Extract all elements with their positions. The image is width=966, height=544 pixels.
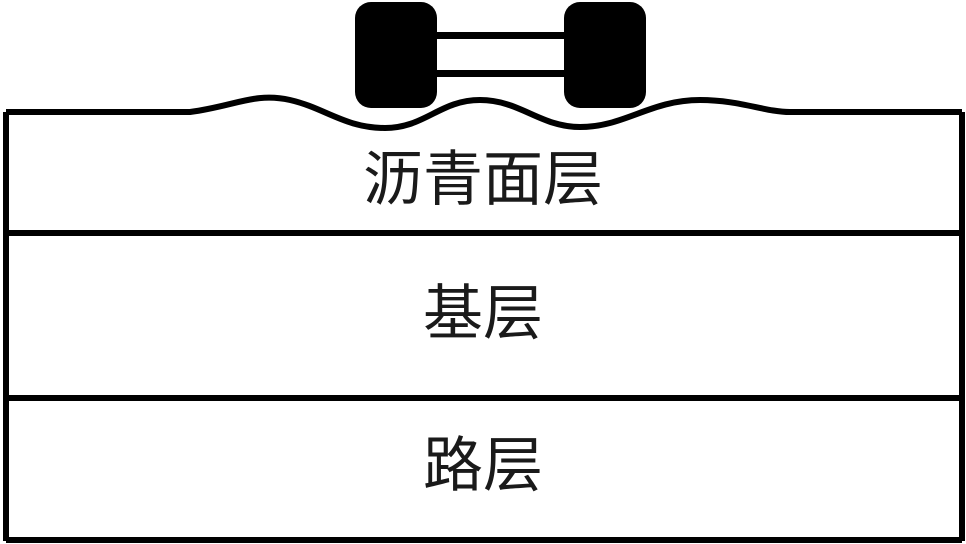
- axle-with-two-wheels-icon: [355, 2, 646, 108]
- asphalt-surface-top-wavy-edge: [6, 94, 962, 132]
- layer-label-road-bed: 路层: [423, 431, 543, 501]
- axle-bar-top: [430, 32, 570, 39]
- layer-label-asphalt-surface: 沥青面层: [363, 145, 603, 215]
- layer-label-base: 基层: [423, 279, 543, 349]
- right-wheel: [564, 2, 646, 108]
- axle-bar-bottom: [430, 70, 570, 77]
- left-wheel: [355, 2, 437, 108]
